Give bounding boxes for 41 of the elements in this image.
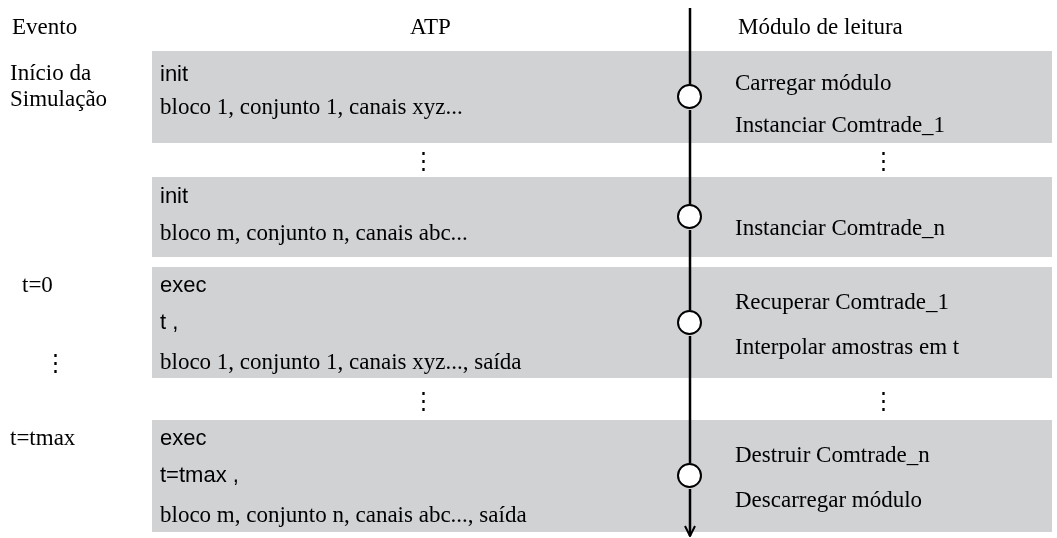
- atp-command-text: exec: [160, 272, 207, 298]
- column-header: Evento: [12, 14, 78, 40]
- event-label: t=0: [22, 272, 53, 298]
- event-row-band: [152, 420, 1052, 532]
- atp-command-text: init: [160, 61, 189, 87]
- module-action-text: Descarregar módulo: [735, 487, 923, 513]
- event-label: t=tmax: [10, 425, 77, 451]
- timeline-line: [688, 230, 692, 310]
- module-action-text: Instanciar Comtrade_1: [735, 112, 946, 138]
- atp-command-text: bloco 1, conjunto 1, canais xyz..., saída: [160, 349, 522, 375]
- module-action-text: Instanciar Comtrade_n: [735, 215, 946, 241]
- timeline-node-circle: [677, 463, 702, 488]
- event-row-band: [152, 51, 1052, 143]
- ellipsis-mark: ⋮: [44, 350, 67, 376]
- module-action-text: Recuperar Comtrade_1: [735, 289, 949, 315]
- timeline-line: [688, 336, 692, 463]
- module-action-text: Carregar módulo: [735, 70, 892, 96]
- ellipsis-mark: ⋮: [872, 148, 895, 174]
- column-header: ATP: [410, 14, 451, 40]
- ellipsis-mark: ⋮: [872, 388, 895, 414]
- atp-command-text: bloco m, conjunto n, canais abc..., saída: [160, 502, 527, 528]
- atp-command-text: bloco m, conjunto n, canais abc...: [160, 220, 468, 246]
- ellipsis-mark: ⋮: [412, 388, 435, 414]
- module-action-text: Destruir Comtrade_n: [735, 442, 930, 468]
- atp-command-text: init: [160, 183, 189, 209]
- atp-command-text: exec: [160, 425, 207, 451]
- timeline-line: [688, 110, 692, 204]
- event-row-band: [152, 267, 1052, 378]
- event-row-band: [152, 177, 1052, 257]
- atp-command-text: t=tmax ,: [160, 462, 239, 488]
- ellipsis-mark: ⋮: [412, 148, 435, 174]
- timeline-node-circle: [677, 310, 702, 335]
- timeline-line: [688, 8, 692, 84]
- column-header: Módulo de leitura: [738, 14, 903, 40]
- timeline-node-circle: [677, 204, 702, 229]
- timeline-line: [684, 489, 696, 537]
- event-label: Início da Simulação: [10, 60, 109, 112]
- atp-command-text: bloco 1, conjunto 1, canais xyz...: [160, 94, 463, 120]
- timeline-node-circle: [677, 84, 702, 109]
- module-action-text: Interpolar amostras em t: [735, 334, 960, 360]
- atp-command-text: t ,: [160, 309, 179, 335]
